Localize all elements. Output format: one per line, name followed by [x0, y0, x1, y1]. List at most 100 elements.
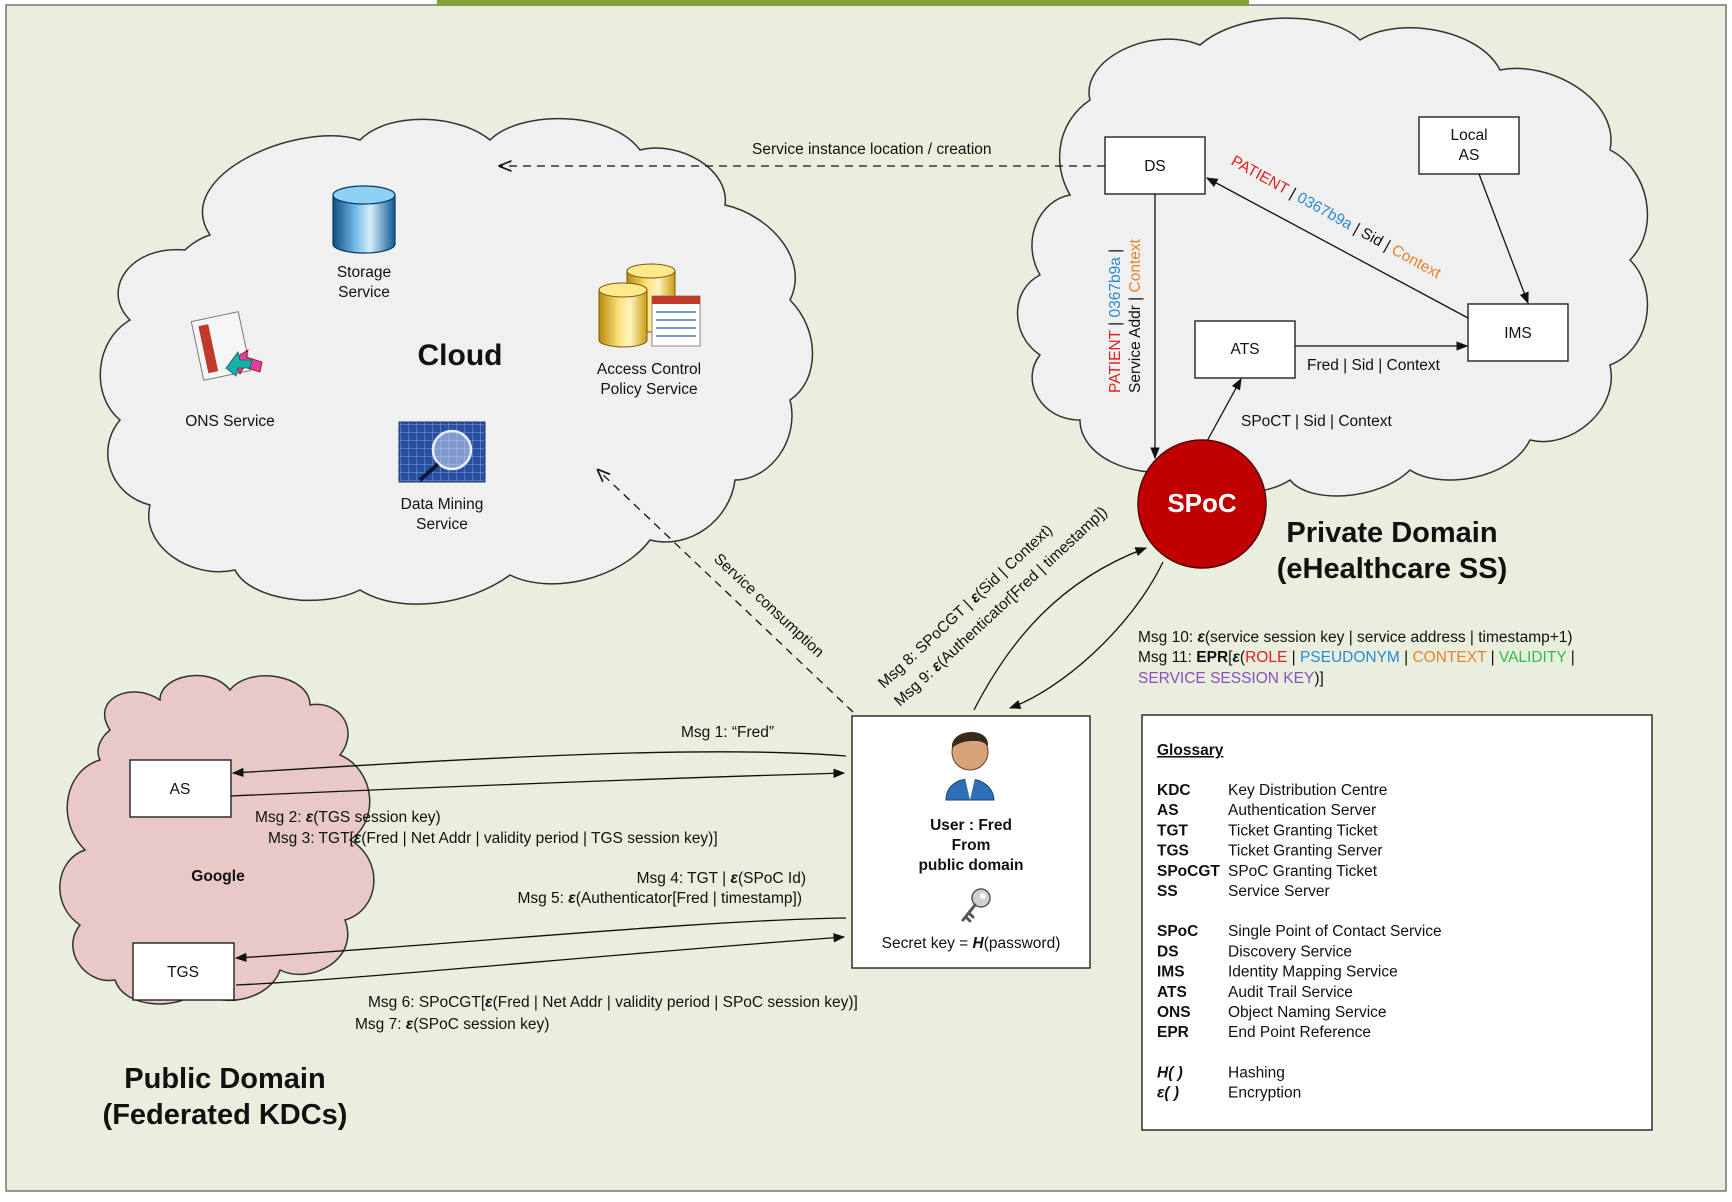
glossary-definition: Hashing: [1228, 1064, 1285, 1081]
msg4-pre: Msg 4: TGT |: [637, 870, 731, 887]
storage-label-2: Service: [338, 284, 390, 301]
local-as-box[interactable]: [1418, 116, 1520, 175]
msg1-arrow: [231, 751, 847, 778]
msg2-pre: Msg 2:: [255, 809, 306, 826]
public-domain-subtitle: (Federated KDCs): [103, 1099, 348, 1131]
glossary-definition: Audit Trail Service: [1228, 984, 1353, 1001]
msg6-post: (Fred | Net Addr | validity period | SPo…: [493, 994, 858, 1011]
user-icon: [945, 731, 995, 801]
data-mining-icon: [398, 421, 486, 483]
sep-text-2: |: [1400, 649, 1413, 666]
glossary-definition: Authentication Server: [1228, 802, 1376, 819]
storage-label: Storage: [337, 264, 391, 281]
context-text: Context: [1127, 238, 1144, 292]
epsilon-symbol: ε: [485, 994, 493, 1011]
public-cloud-shape: [59, 674, 375, 1005]
local-as-label-2: AS: [1459, 147, 1480, 164]
patient-text: PATIENT: [1107, 329, 1124, 393]
local-as-to-ims-arrow: [1478, 173, 1529, 305]
glossary-definition: Object Naming Service: [1228, 1004, 1387, 1021]
cloud-region: [99, 117, 814, 605]
msg7-post: (SPoC session key): [413, 1016, 549, 1033]
glossary-title: Glossary: [1157, 742, 1224, 759]
ims-label: IMS: [1504, 325, 1532, 342]
glossary-abbr: IMS: [1157, 964, 1185, 981]
spoc-label: SPoC: [1167, 488, 1237, 518]
msg4-5-arrow: [234, 917, 847, 963]
glossary-abbr: KDC: [1157, 782, 1191, 799]
glossary-abbr: H( ): [1157, 1064, 1183, 1081]
tgs-box[interactable]: [132, 942, 235, 1001]
access-control-label: Access Control: [597, 361, 701, 378]
glossary-abbr: AS: [1157, 802, 1179, 819]
sep-text-4: |: [1566, 649, 1574, 666]
ims-box[interactable]: [1467, 303, 1569, 362]
msg10-label: Msg 10: ε(service session key | service …: [1138, 629, 1573, 646]
private-domain-title: Private Domain: [1286, 517, 1497, 549]
google-label: Google: [191, 868, 245, 885]
glossary-abbr: SPoCGT: [1157, 863, 1220, 880]
ats-box[interactable]: [1194, 320, 1296, 379]
sep-text-2: |: [1107, 249, 1124, 257]
key-icon: [961, 888, 991, 923]
ds-label: DS: [1144, 158, 1166, 175]
msg6-7-arrow: [235, 933, 846, 986]
glossary-definition: Service Server: [1228, 883, 1330, 900]
spoc-to-ats-label: SPoCT | Sid | Context: [1241, 413, 1392, 430]
access-control-label-2: Policy Service: [600, 381, 697, 398]
sep-text: |: [1287, 649, 1300, 666]
top-tab-right: [815, 0, 1249, 6]
as-label: AS: [170, 781, 191, 798]
spoc-node[interactable]: [1137, 439, 1267, 569]
glossary-definition: End Point Reference: [1228, 1024, 1371, 1041]
cloud-shape: [99, 117, 814, 605]
epsilon-symbol: ε: [568, 890, 576, 907]
sep-text-3: |: [1486, 649, 1499, 666]
tgs-label: TGS: [167, 964, 199, 981]
msg5-label: Msg 5: ε(Authenticator[Fred | timestamp]…: [517, 890, 802, 907]
glossary-definition: SPoC Granting Ticket: [1228, 863, 1378, 880]
glossary-abbr: TGT: [1157, 822, 1189, 839]
storage-icon: [332, 185, 396, 254]
as-box[interactable]: [129, 759, 232, 818]
msg11-label-2: SERVICE SESSION KEY)]: [1138, 670, 1324, 687]
data-mining-label-2: Service: [416, 516, 468, 533]
glossary-definition: Identity Mapping Service: [1228, 964, 1398, 981]
ons-label: ONS Service: [185, 413, 275, 430]
glossary-abbr: ONS: [1157, 1004, 1191, 1021]
msg5-pre: Msg 5:: [517, 890, 568, 907]
glossary-abbr: ATS: [1157, 984, 1187, 1001]
user-label-2: From: [952, 837, 991, 854]
glossary-abbr: DS: [1157, 943, 1179, 960]
ds-box[interactable]: [1104, 136, 1206, 195]
msg5-post: (Authenticator[Fred | timestamp]): [576, 890, 802, 907]
close-text: )]: [1314, 670, 1323, 687]
msg6-pre: Msg 6: SPoCGT[: [368, 994, 486, 1011]
epr-text: EPR: [1196, 649, 1228, 666]
sep-text: |: [1107, 317, 1124, 330]
ds-to-spoc-label: PATIENT | 0367b9a |: [1107, 249, 1124, 393]
msg2-label: Msg 2: ε(TGS session key): [255, 809, 441, 826]
local-as-label: Local: [1450, 127, 1487, 144]
epsilon-symbol: ε: [1232, 649, 1240, 666]
secret-post: (password): [984, 935, 1061, 952]
msg6-label: Msg 6: SPoCGT[ε(Fred | Net Addr | validi…: [368, 994, 858, 1011]
ats-to-ims-label: Fred | Sid | Context: [1307, 357, 1441, 374]
msg10-11-arrow: [1008, 561, 1164, 709]
glossary-abbr: TGS: [1157, 843, 1189, 860]
access-control-icon: [598, 263, 701, 348]
glossary-abbr: SS: [1157, 883, 1178, 900]
glossary-definition: Encryption: [1228, 1085, 1301, 1102]
msg10-pre: Msg 10:: [1138, 629, 1197, 646]
msg2-3-arrow: [230, 768, 846, 797]
msg3-post: (Fred | Net Addr | validity period | TGS…: [361, 830, 717, 847]
glossary-abbr: ε( ): [1157, 1085, 1179, 1102]
msg10-post: (service session key | service address |…: [1205, 629, 1573, 646]
glossary-definition: Discovery Service: [1228, 943, 1352, 960]
glossary-definition: Ticket Granting Server: [1228, 843, 1382, 860]
glossary-definition: Single Point of Contact Service: [1228, 923, 1442, 940]
msg3-pre: Msg 3: TGT[: [268, 830, 355, 847]
msg7-label: Msg 7: ε(SPoC session key): [355, 1016, 549, 1033]
